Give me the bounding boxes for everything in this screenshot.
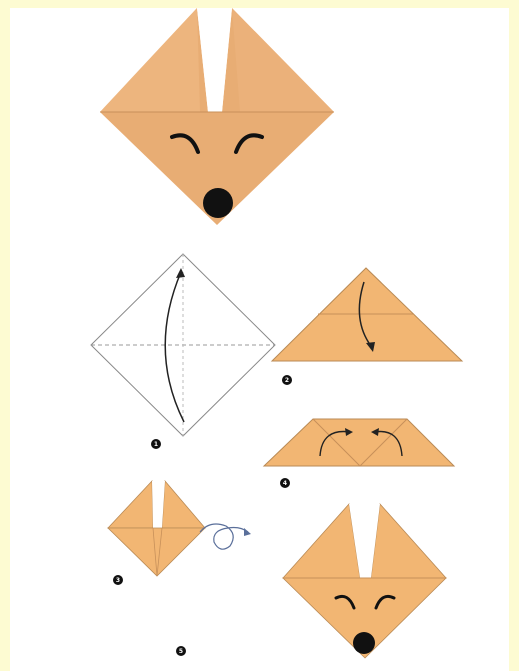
- step-5-right-ear: [371, 504, 446, 578]
- step-3-number: 3: [116, 577, 120, 584]
- hero-left-ear-shade: [100, 8, 200, 112]
- hero-right-ear-shade: [232, 8, 334, 112]
- step-3-turn-over-head-icon: [244, 528, 251, 536]
- step-5-left-ear: [283, 504, 360, 578]
- step-4-number: 4: [283, 480, 287, 487]
- step-1-diagram: 1: [91, 254, 275, 449]
- step-5-number: 5: [179, 648, 183, 655]
- step-4-paper: [264, 419, 454, 466]
- step-4-diagram: 4: [264, 419, 454, 488]
- hero-fox-face: [100, 8, 334, 225]
- hero-nose-icon: [203, 188, 233, 218]
- step-3-turn-over-icon: [200, 524, 248, 549]
- step-5-nose-icon: [353, 632, 375, 654]
- step-3-left-ear: [108, 481, 153, 528]
- step-3-diagram: 3: [108, 481, 251, 585]
- step-2-diagram: 2: [272, 268, 462, 385]
- step-5-diagram: 5: [176, 504, 446, 658]
- step-1-number: 1: [154, 441, 158, 448]
- step-3-right-ear: [162, 481, 205, 528]
- step-2-number: 2: [285, 377, 289, 384]
